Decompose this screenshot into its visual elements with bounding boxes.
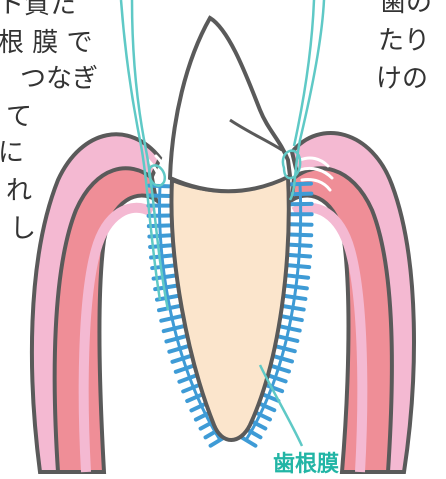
ligament-fiber-left — [159, 306, 181, 310]
ligament-fiber-left — [166, 336, 187, 342]
ligament-fiber-left — [149, 225, 171, 226]
tooth-crown — [170, 18, 290, 191]
left-text-line-4: て — [6, 104, 32, 130]
left-text-line-6: れ — [6, 178, 32, 204]
ligament-fiber-right — [289, 234, 311, 235]
ligament-fiber-left — [164, 326, 185, 331]
right-text-line-1: 歯の — [380, 0, 432, 16]
gum-left — [32, 134, 160, 472]
left-text-line-7: し — [10, 216, 36, 242]
right-text-line-3: けの — [376, 66, 428, 92]
periodontal-ligament-label: 歯根膜 — [273, 446, 339, 478]
right-text-line-2: たり — [378, 28, 430, 54]
left-text-line-3: つなぎ — [20, 66, 98, 92]
ligament-fiber-right — [284, 296, 306, 299]
left-text-line-1: ト質た — [0, 0, 76, 18]
ligament-fiber-right — [282, 306, 304, 310]
ligament-fiber-left — [161, 316, 182, 321]
ligament-fiber-right — [285, 286, 307, 289]
left-text-line-2: 根 膜 で — [0, 30, 93, 56]
ligament-fiber-right — [276, 336, 297, 341]
left-text-line-5: に — [0, 140, 24, 166]
ligament-fiber-right — [280, 316, 302, 320]
ligament-fiber-right — [289, 184, 311, 185]
ligament-fiber-right — [286, 275, 308, 277]
ligament-fiber-right — [287, 265, 309, 267]
ligament-fiber-right — [289, 245, 311, 246]
ligament-fiber-right — [278, 326, 300, 331]
ligament-fiber-right — [288, 255, 310, 257]
